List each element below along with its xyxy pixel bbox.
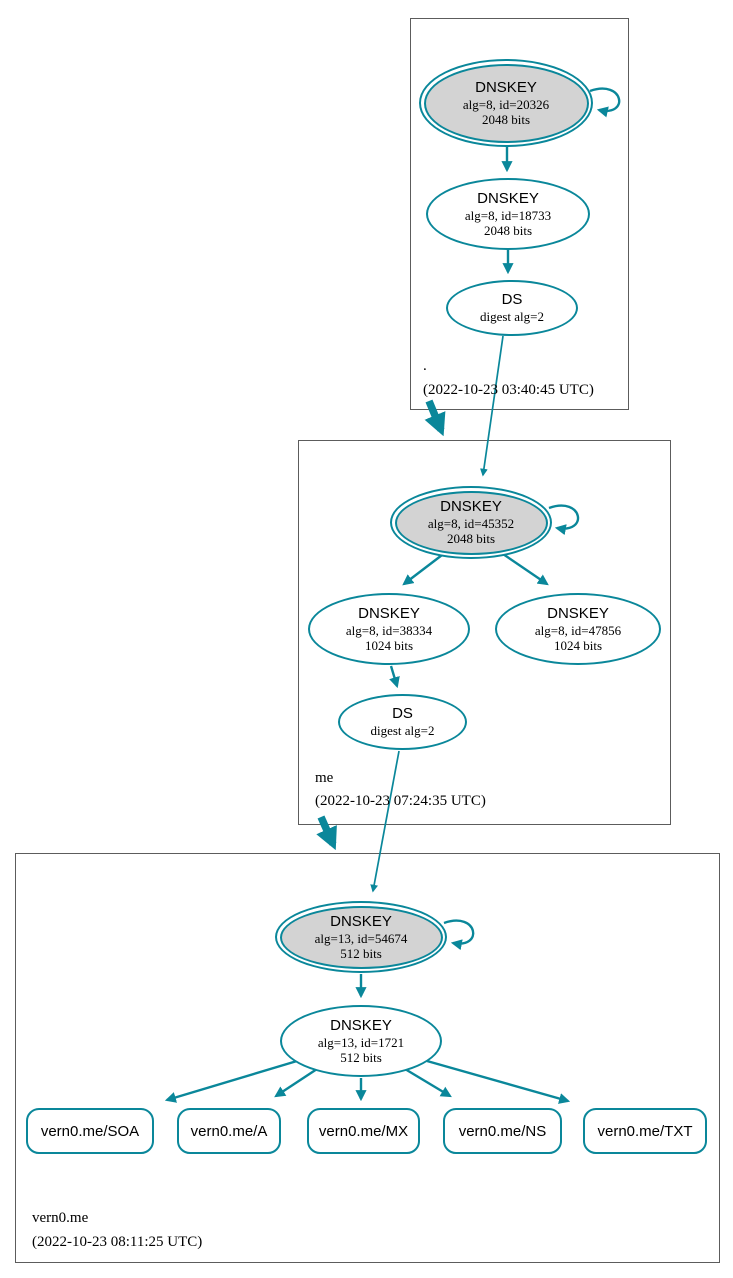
edge-me-ksk-selfloop (548, 504, 580, 536)
edge-vern0me-zsk-soa (164, 1059, 298, 1103)
node-detail: alg=13, id=54674 (314, 930, 408, 946)
edge-root-me-delegation (424, 399, 446, 437)
zone-timestamp-root: (2022-10-23 03:40:45 UTC) (423, 382, 594, 398)
edge-root-ds-me-ksk (480, 335, 504, 477)
node-detail: digest alg=2 (479, 309, 545, 325)
zone-box-me (298, 440, 671, 825)
node-root-ds[interactable]: DS digest alg=2 (446, 280, 578, 336)
node-type: DNSKEY (330, 912, 392, 930)
node-detail: alg=13, id=1721 (317, 1034, 405, 1050)
node-detail: alg=8, id=18733 (464, 207, 552, 223)
node-type: DS (392, 705, 413, 723)
node-detail: alg=8, id=45352 (427, 516, 515, 532)
rrset-label: vern0.me/NS (458, 1122, 547, 1140)
node-me-ds[interactable]: DS digest alg=2 (338, 694, 467, 750)
node-me-zsk2[interactable]: DNSKEY alg=8, id=47856 1024 bits (495, 593, 661, 665)
zone-name-root: . (423, 358, 427, 374)
rrset-label: vern0.me/A (190, 1122, 268, 1140)
edge-me-ds-vern0me-ksk (370, 750, 400, 893)
zone-name-me: me (315, 770, 334, 786)
edge-vern0me-zsk-ns (404, 1067, 452, 1098)
node-vern0me-ksk[interactable]: DNSKEY alg=13, id=54674 512 bits (275, 901, 447, 973)
edge-vern0me-zsk-txt (426, 1059, 571, 1104)
edge-root-ksk-selfloop (589, 87, 621, 118)
edge-me-ksk-zsk2 (502, 553, 549, 586)
zone-box-root (410, 18, 629, 410)
edge-me-ksk-zsk (402, 551, 447, 586)
node-rrset-txt[interactable]: vern0.me/TXT (583, 1108, 707, 1154)
node-detail: alg=8, id=47856 (534, 622, 622, 638)
zone-name-vern0me: vern0.me (32, 1210, 89, 1226)
node-type: DS (501, 291, 523, 309)
node-type: DNSKEY (477, 189, 539, 207)
edge-me-vern0me-delegation (316, 815, 337, 851)
node-bits: 2048 bits (446, 531, 496, 547)
node-root-ksk[interactable]: DNSKEY alg=8, id=20326 2048 bits (419, 59, 593, 147)
edge-vern0me-zsk-a (274, 1067, 318, 1098)
node-detail: alg=8, id=38334 (345, 622, 433, 638)
rrset-label: vern0.me/SOA (40, 1122, 140, 1140)
zone-timestamp-vern0me: (2022-10-23 08:11:25 UTC) (32, 1234, 203, 1250)
node-type: DNSKEY (330, 1016, 392, 1034)
node-bits: 2048 bits (481, 111, 531, 127)
node-type: DNSKEY (475, 78, 537, 96)
node-bits: 512 bits (340, 1049, 382, 1065)
node-vern0me-zsk[interactable]: DNSKEY alg=13, id=1721 512 bits (280, 1005, 442, 1077)
node-me-zsk[interactable]: DNSKEY alg=8, id=38334 1024 bits (308, 593, 470, 665)
node-type: DNSKEY (440, 498, 502, 516)
node-root-zsk[interactable]: DNSKEY alg=8, id=18733 2048 bits (426, 178, 590, 250)
node-me-ksk[interactable]: DNSKEY alg=8, id=45352 2048 bits (390, 486, 552, 559)
node-type: DNSKEY (547, 604, 609, 622)
zone-timestamp-me: (2022-10-23 07:24:35 UTC) (315, 793, 486, 809)
node-type: DNSKEY (358, 604, 420, 622)
node-bits: 512 bits (340, 945, 382, 961)
zone-box-vern0me (15, 853, 720, 1263)
node-detail: digest alg=2 (370, 723, 435, 739)
rrset-label: vern0.me/MX (318, 1122, 409, 1140)
node-rrset-ns[interactable]: vern0.me/NS (443, 1108, 562, 1154)
node-rrset-mx[interactable]: vern0.me/MX (307, 1108, 420, 1154)
node-bits: 1024 bits (553, 637, 603, 653)
edge-me-zsk-ds (389, 665, 400, 689)
rrset-label: vern0.me/TXT (597, 1122, 693, 1140)
node-bits: 1024 bits (364, 637, 414, 653)
node-detail: alg=8, id=20326 (462, 96, 550, 112)
node-rrset-soa[interactable]: vern0.me/SOA (26, 1108, 154, 1154)
node-rrset-a[interactable]: vern0.me/A (177, 1108, 281, 1154)
edge-vern0me-ksk-selfloop (443, 919, 475, 951)
node-bits: 2048 bits (483, 222, 533, 238)
